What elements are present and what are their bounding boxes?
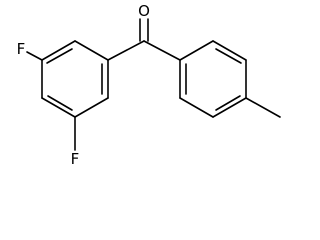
ring1-double-2 [47,95,73,111]
ring1-double-1 [46,48,73,64]
ring1-bond-1 [74,40,109,61]
ring1-bond-2 [41,40,76,61]
fluorine-bottom-label: F [71,150,80,168]
molecule-diagram: F F O [17,2,281,168]
carbonyl-left-bond [107,40,145,61]
ring2-double-1 [215,48,242,64]
fluorine-top-label: F [17,40,26,58]
ring2-bond-1 [179,40,214,61]
tolyl-ring [179,40,247,118]
ring2-bond-5 [179,97,214,118]
c-f-bond-top [26,51,43,61]
methyl-bond [245,97,281,118]
carbonyl-right-bond [143,40,181,61]
ring1-bond-5 [74,97,109,118]
difluorophenyl-ring [41,40,109,118]
ring1-bond-4 [41,97,76,118]
ring2-bond-2 [212,40,247,61]
oxygen-label: O [138,2,150,20]
ring2-bond-4 [212,97,247,118]
structure-canvas: F F O [16,2,281,168]
ring2-double-2 [215,95,241,111]
